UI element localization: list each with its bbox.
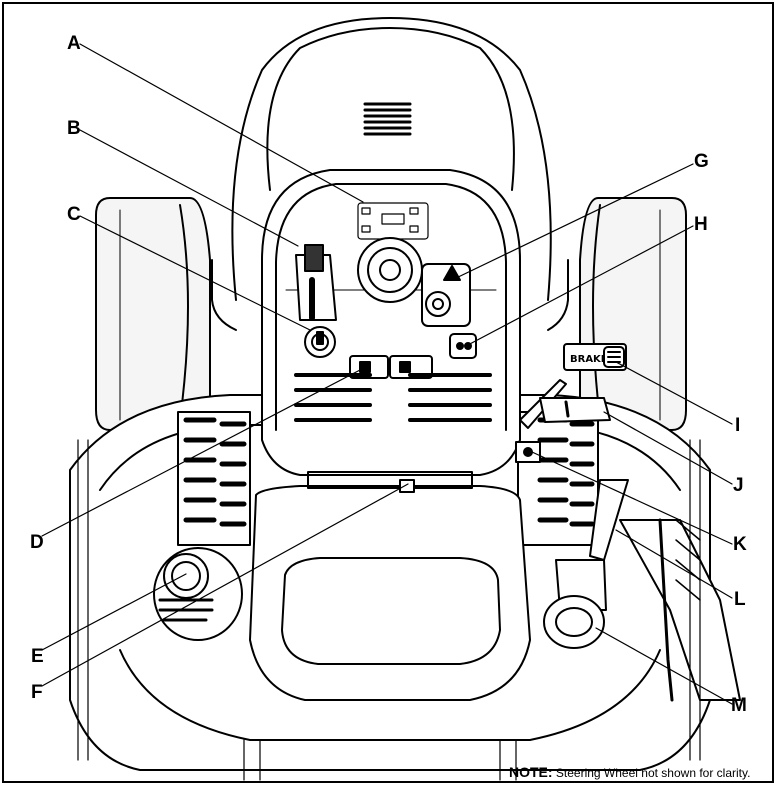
console-switches [349,355,433,379]
drive-pedal [539,397,611,423]
center-gauge [357,237,423,303]
ignition-switch [304,326,336,358]
warning-panel [421,263,471,327]
dash-console [261,169,521,476]
note: NOTE: Steering Wheel not shown for clari… [509,764,750,780]
callout-label-h: H [694,214,708,235]
frame-bits [77,439,701,781]
seat-adjust-knob [399,479,415,493]
callout-leaders [41,43,733,705]
footrest-platform [249,471,531,701]
note-text: Steering Wheel not shown for clarity. [555,766,751,780]
right-rear-wheel [579,197,687,431]
note-prefix: NOTE: [509,764,553,780]
brake-label: BRAKE [570,354,608,365]
callout-label-e: E [31,646,44,667]
callout-label-c: C [67,204,81,225]
callout-label-l: L [734,589,746,610]
callout-label-b: B [67,118,81,139]
seat-vent [363,102,412,136]
console-vent-left [294,373,372,422]
callout-label-d: D [30,532,44,553]
right-fender-vent [517,411,599,546]
callout-label-k: K [733,534,747,555]
cruise-control [515,441,541,463]
headlight-switch [449,333,477,359]
callout-label-f: F [31,682,43,703]
fuel-cap [153,547,243,641]
callout-label-m: M [731,695,747,716]
callout-label-a: A [67,33,81,54]
callout-label-g: G [694,151,709,172]
callout-label-j: J [733,475,744,496]
left-fender-vent [177,411,251,546]
throttle-lever [295,244,337,321]
console-vent-right [408,373,492,422]
cup-holder [543,595,605,649]
callout-label-i: I [735,415,741,436]
brake-pedal-pad [603,346,625,368]
